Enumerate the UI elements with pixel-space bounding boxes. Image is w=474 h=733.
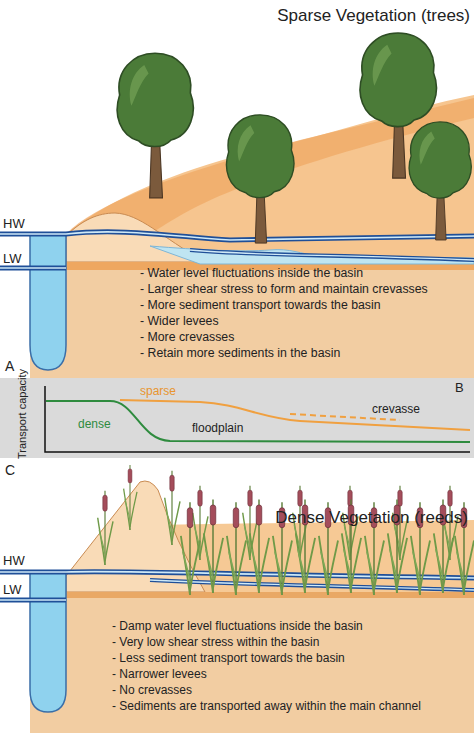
reeds-back	[165, 471, 180, 545]
transport-chart	[0, 378, 474, 458]
reeds-back	[98, 491, 113, 565]
panel-heading: Sparse Vegetation (trees)	[277, 6, 470, 26]
water-level-lines	[0, 571, 474, 578]
trees	[227, 115, 294, 243]
panel-heading: Dense Vegetation (reeds)	[275, 508, 468, 528]
panel-letter: C	[5, 462, 15, 478]
river-channel	[30, 572, 66, 712]
water-level-lines	[150, 580, 474, 590]
bullet-note: - Water level fluctuations inside the ba…	[140, 266, 363, 280]
water-level-label: HW	[3, 554, 25, 569]
trees	[409, 122, 471, 240]
bullet-note: - No crevasses	[112, 684, 192, 698]
river-channel	[30, 572, 66, 712]
trees	[117, 53, 193, 198]
reeds-front	[204, 499, 223, 593]
water-level-lines	[0, 232, 474, 240]
water-level-label: LW	[3, 252, 22, 267]
dense-illustration	[0, 458, 474, 733]
trees	[117, 33, 471, 243]
river-channel	[30, 234, 66, 370]
reeds-front	[227, 502, 246, 595]
bullet-note: - Wider levees	[140, 314, 219, 328]
water-level-lines	[150, 580, 474, 590]
ground-block	[30, 575, 474, 733]
chart-band: BTransport capacitysparsedensecrevassefl…	[0, 378, 474, 458]
water-level-lines	[0, 232, 474, 240]
curve-label: floodplain	[192, 422, 243, 436]
water-level-lines	[190, 250, 474, 260]
water-level-lines	[0, 266, 66, 271]
water-level-lines	[0, 598, 66, 603]
bullet-note: - Less sediment transport towards the ba…	[112, 652, 345, 666]
reeds-front	[181, 499, 474, 595]
water-level-lines	[190, 250, 474, 260]
bullet-note: - Sediments are transported away within …	[112, 700, 421, 714]
reeds-back	[124, 465, 137, 530]
ground-block	[30, 481, 474, 733]
curve-label: sparse	[140, 385, 176, 399]
water-level-label: HW	[3, 217, 25, 232]
river-channel	[30, 234, 66, 370]
water-level-lines	[0, 599, 66, 601]
bullet-note: - More crevasses	[140, 330, 234, 344]
water-level-label: LW	[3, 583, 22, 598]
ground-block	[66, 592, 474, 598]
bullet-note: - Retain more sediments in the basin	[140, 346, 340, 360]
water-level-lines	[0, 267, 66, 269]
ground-block	[150, 246, 474, 264]
panel-letter: A	[5, 358, 14, 374]
bullet-note: - Narrower levees	[112, 668, 207, 682]
bullet-note: - Larger shear stress to form and mainta…	[140, 282, 428, 296]
water-level-lines	[0, 232, 474, 268]
axis-title: Transport capacity	[16, 369, 29, 459]
bullet-note: - More sediment transport towards the ba…	[140, 298, 381, 312]
sparse-illustration	[0, 0, 474, 378]
curve-label: dense	[78, 418, 111, 432]
reeds-front	[181, 502, 200, 595]
curve-label: crevasse	[372, 403, 420, 417]
water-level-lines	[0, 571, 474, 578]
bullet-note: - Very low shear stress within the basin	[112, 636, 319, 650]
panel-letter: B	[455, 381, 464, 396]
bullet-note: - Damp water level fluctuations inside t…	[112, 620, 363, 634]
reeds-front	[250, 499, 269, 593]
